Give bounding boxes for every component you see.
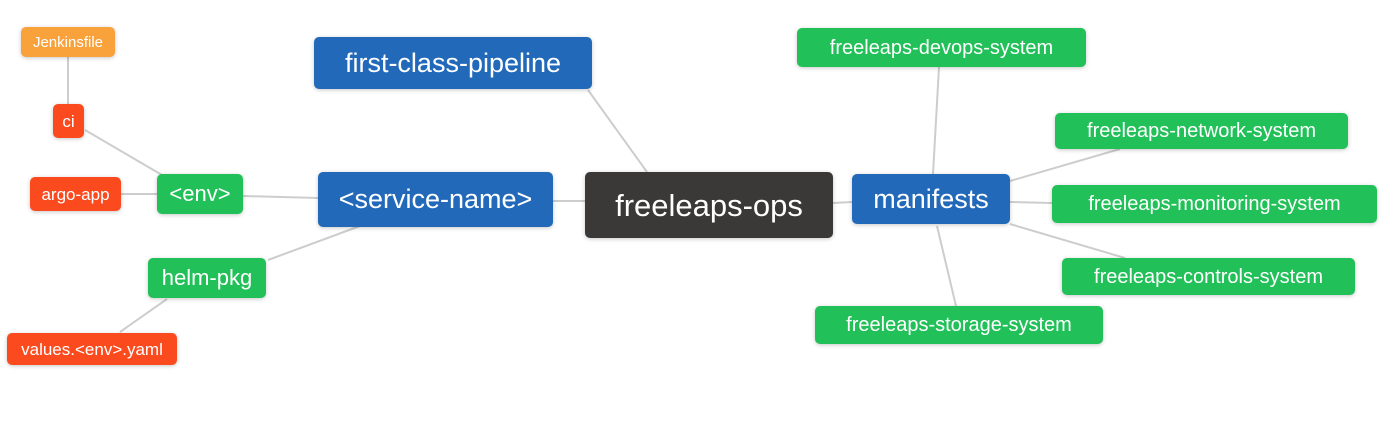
edge-manifests-to-freeleaps-controls-system — [1009, 223, 1126, 259]
node-env[interactable]: <env> — [157, 174, 243, 214]
node-argo-app[interactable]: argo-app — [30, 177, 121, 211]
node-helm-pkg[interactable]: helm-pkg — [148, 258, 266, 298]
node-first-class-pipeline[interactable]: first-class-pipeline — [314, 37, 592, 89]
edge-helm-pkg-to-values-env-yaml — [119, 298, 168, 333]
node-jenkinsfile[interactable]: Jenkinsfile — [21, 27, 115, 57]
node-freeleaps-devops-system[interactable]: freeleaps-devops-system — [797, 28, 1086, 67]
edge-ci-to-env — [84, 129, 163, 176]
node-freeleaps-network-system[interactable]: freeleaps-network-system — [1055, 113, 1348, 149]
edge-manifests-to-freeleaps-storage-system — [936, 225, 957, 307]
node-freeleaps-monitoring-system[interactable]: freeleaps-monitoring-system — [1052, 185, 1377, 223]
edge-freeleaps-ops-to-manifests — [832, 201, 853, 204]
edge-manifests-to-freeleaps-network-system — [1009, 148, 1121, 182]
node-service-name[interactable]: <service-name> — [318, 172, 553, 227]
node-freeleaps-storage-system[interactable]: freeleaps-storage-system — [815, 306, 1103, 344]
edge-manifests-to-freeleaps-devops-system — [932, 66, 940, 175]
node-ci[interactable]: ci — [53, 104, 84, 138]
node-freeleaps-controls-system[interactable]: freeleaps-controls-system — [1062, 258, 1355, 295]
edge-manifests-to-freeleaps-monitoring-system — [1009, 201, 1053, 204]
edge-first-class-pipeline-to-freeleaps-ops — [587, 89, 648, 173]
node-freeleaps-ops[interactable]: freeleaps-ops — [585, 172, 833, 238]
node-values-env-yaml[interactable]: values.<env>.yaml — [7, 333, 177, 365]
edge-service-name-to-helm-pkg — [267, 225, 361, 261]
edge-env-to-service-name — [242, 195, 319, 199]
node-manifests[interactable]: manifests — [852, 174, 1010, 224]
